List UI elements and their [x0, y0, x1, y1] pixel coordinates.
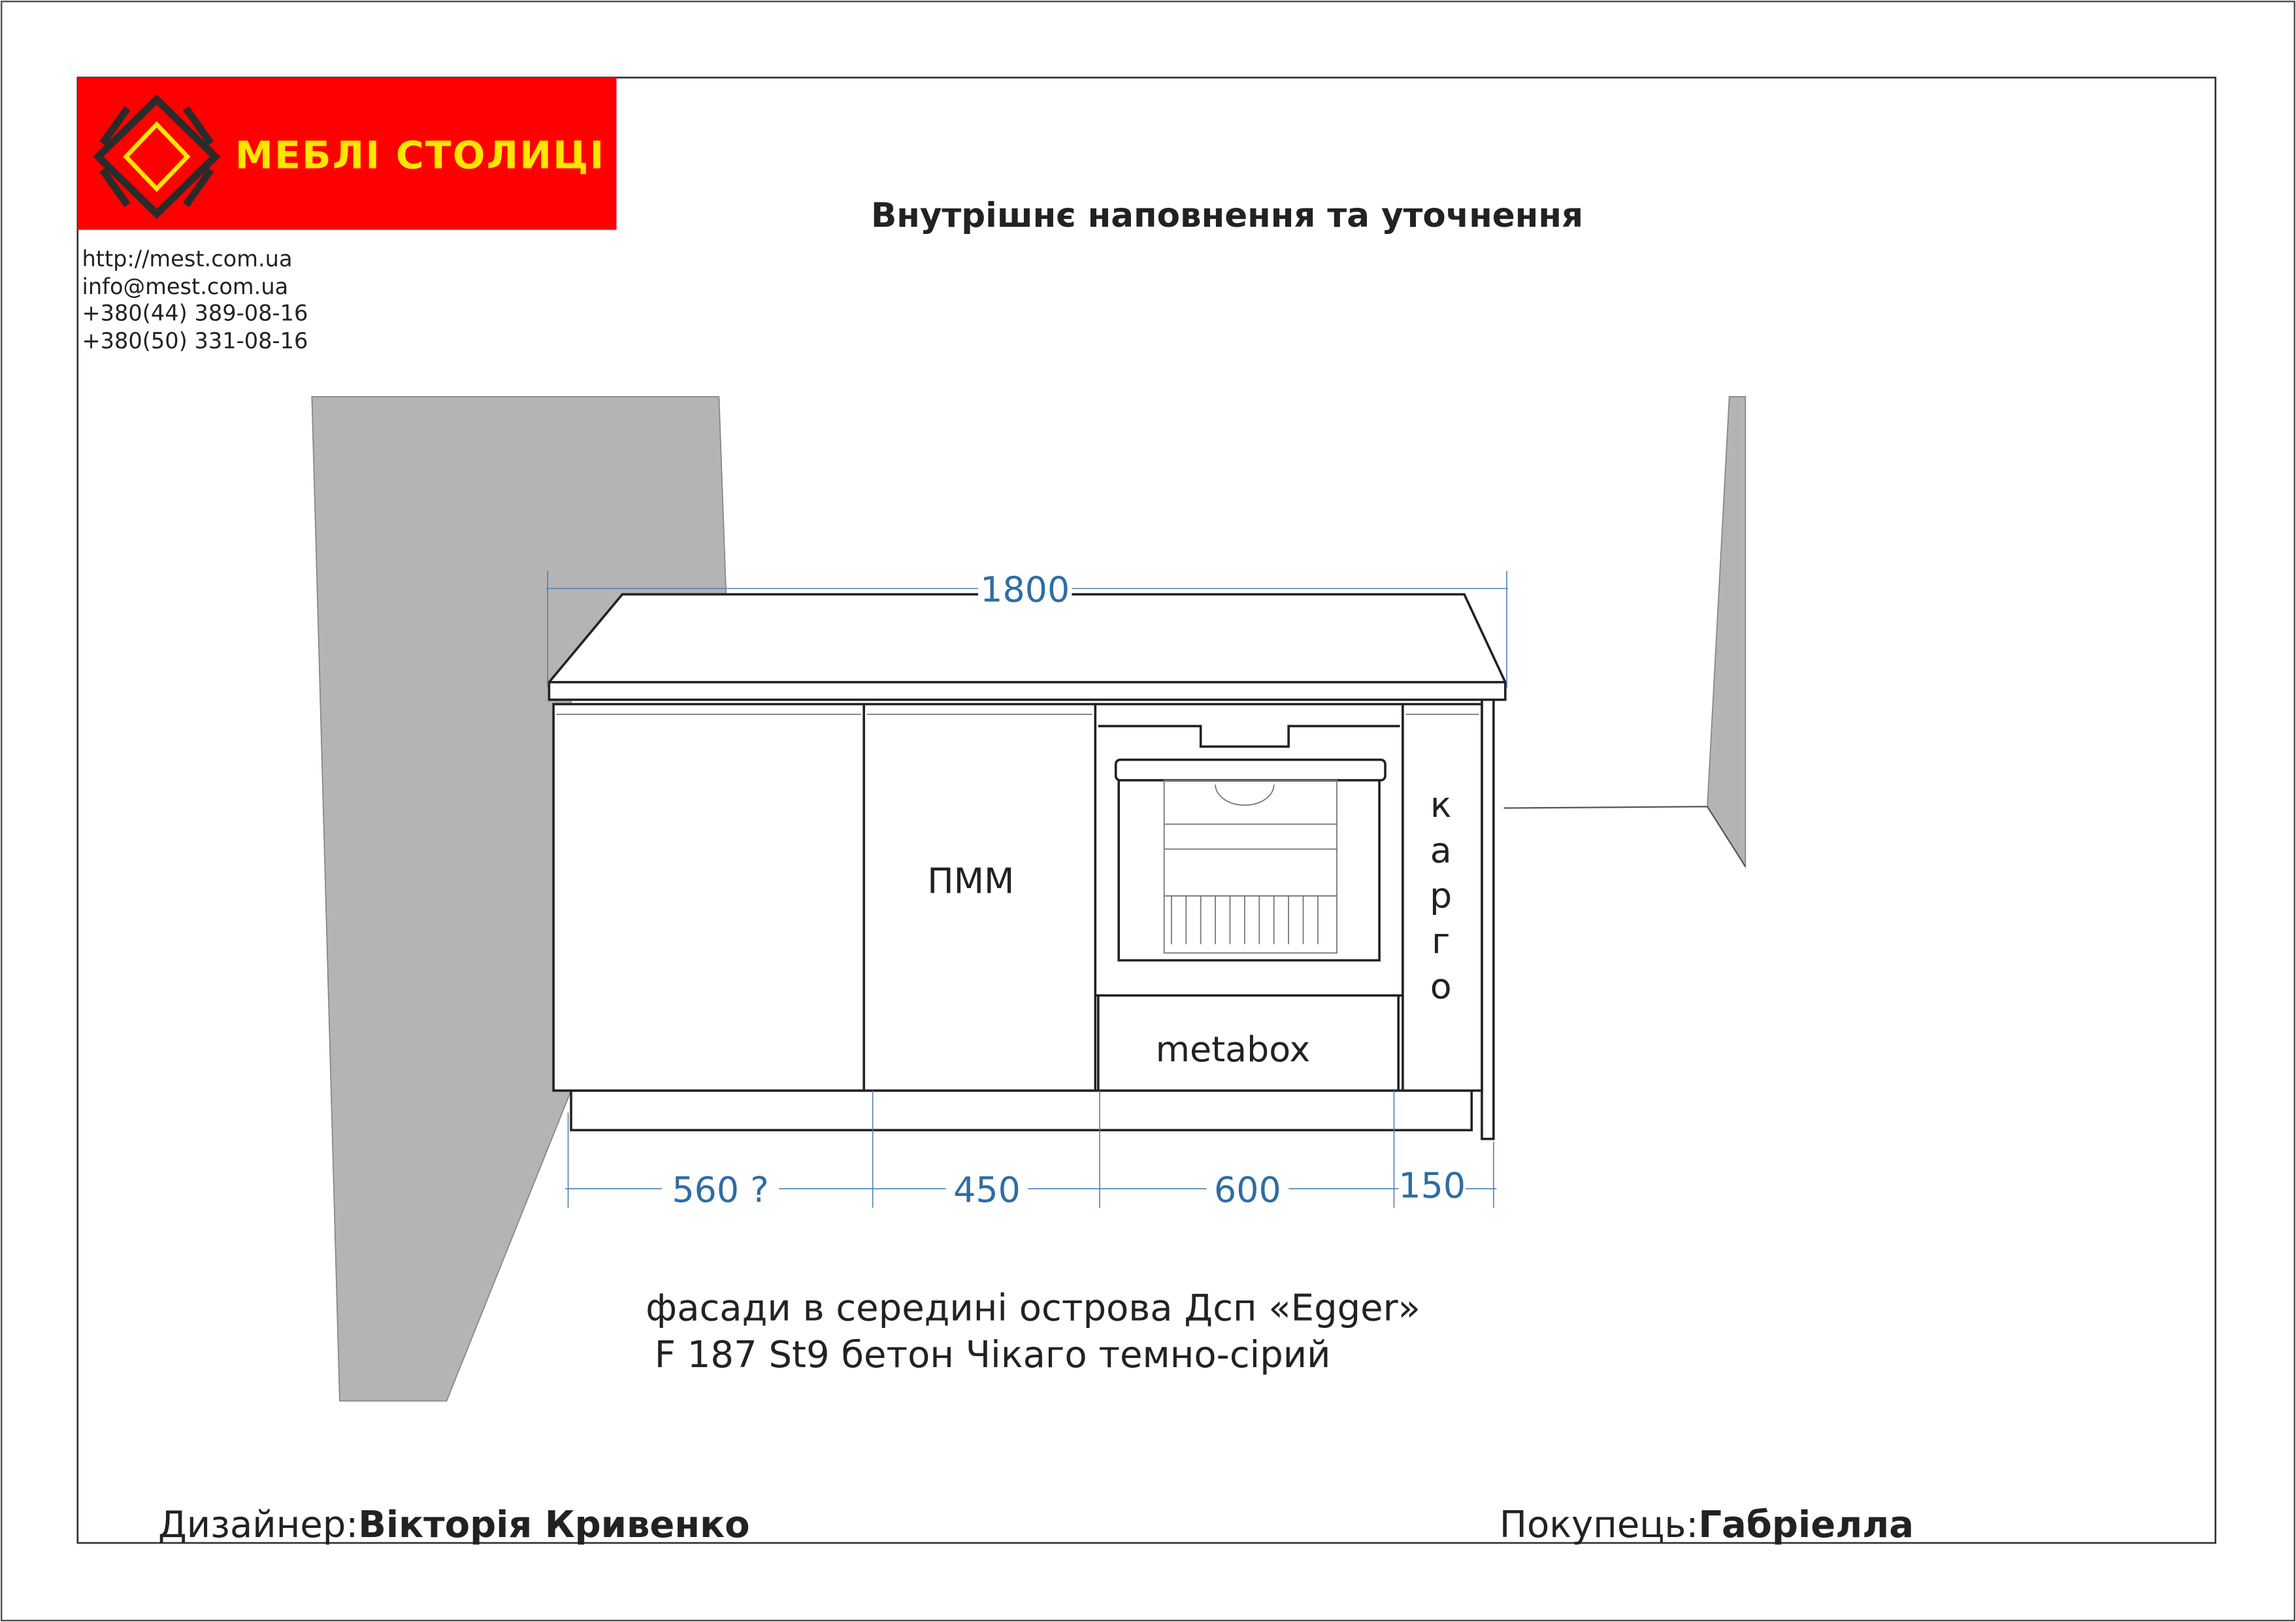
designer-name: Вікторія Кривенко [358, 1504, 749, 1546]
oven-icon [1098, 725, 1400, 962]
contact-phone-2: +380(50) 331-08-16 [82, 328, 308, 354]
dim-section-3: 600 [1214, 1169, 1281, 1210]
note-line-1: фасади в середині острова Дсп «Egger» [646, 1287, 1420, 1330]
dim-section-2: 450 [953, 1169, 1021, 1210]
buyer: Покупець:Габріелла [1500, 1504, 1914, 1546]
floor-line [1503, 806, 1747, 867]
buyer-label: Покупець: [1500, 1504, 1698, 1546]
cargo-letter: р [1430, 875, 1452, 916]
note-line-2: F 187 St9 бетон Чікаго темно-сірий [655, 1334, 1331, 1376]
dishwasher-label: ПММ [927, 860, 1014, 901]
door-dishwasher [862, 703, 1097, 1092]
cargo-letter: г [1432, 920, 1450, 961]
contact-email: info@mest.com.ua [82, 274, 289, 299]
metabox-label: metabox [1156, 1029, 1311, 1070]
dim-section-1: 560 ? [672, 1169, 768, 1210]
dim-section-4: 150 [1398, 1165, 1466, 1206]
cargo-door [1402, 703, 1483, 1092]
cargo-letter: а [1430, 829, 1452, 870]
contact-website: http://mest.com.ua [82, 246, 293, 272]
inner-frame [76, 76, 2217, 1544]
cargo-label: к а р г о [1430, 784, 1452, 1007]
metabox-drawer [1097, 994, 1400, 1092]
logo-text: МЕБЛІ СТОЛИЦІ [235, 133, 606, 178]
designer-label: Дизайнер: [158, 1504, 358, 1546]
contacts: http://mest.com.ua info@mest.com.ua +380… [82, 246, 308, 354]
kitchen-island [546, 593, 1507, 1140]
door-1 [552, 703, 866, 1092]
contact-phone-1: +380(44) 389-08-16 [82, 301, 308, 326]
cargo-letter: к [1430, 784, 1451, 825]
cargo-letter: о [1430, 966, 1452, 1007]
company-logo: МЕБЛІ СТОЛИЦІ [77, 77, 617, 230]
dim-total-width: 1800 [980, 569, 1070, 610]
buyer-name: Габріелла [1698, 1504, 1914, 1546]
designer: Дизайнер:Вікторія Кривенко [158, 1504, 750, 1546]
page-title: Внутрішнє наповнення та уточнення [871, 196, 1583, 235]
